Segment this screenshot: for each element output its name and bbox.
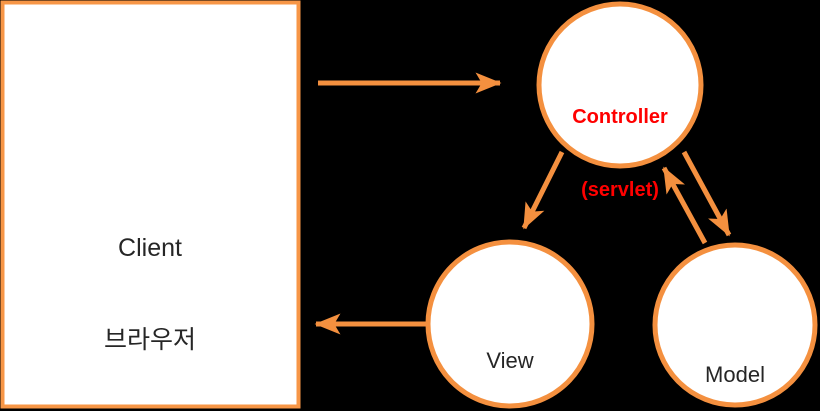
model-circle <box>652 242 818 408</box>
view-circle <box>425 239 595 409</box>
client-browser-box <box>0 0 301 409</box>
arrow-model-to-controller <box>661 166 708 245</box>
controller-circle <box>536 1 704 169</box>
arrow-controller-to-model <box>681 150 732 237</box>
arrow-controller-to-view <box>521 150 565 230</box>
